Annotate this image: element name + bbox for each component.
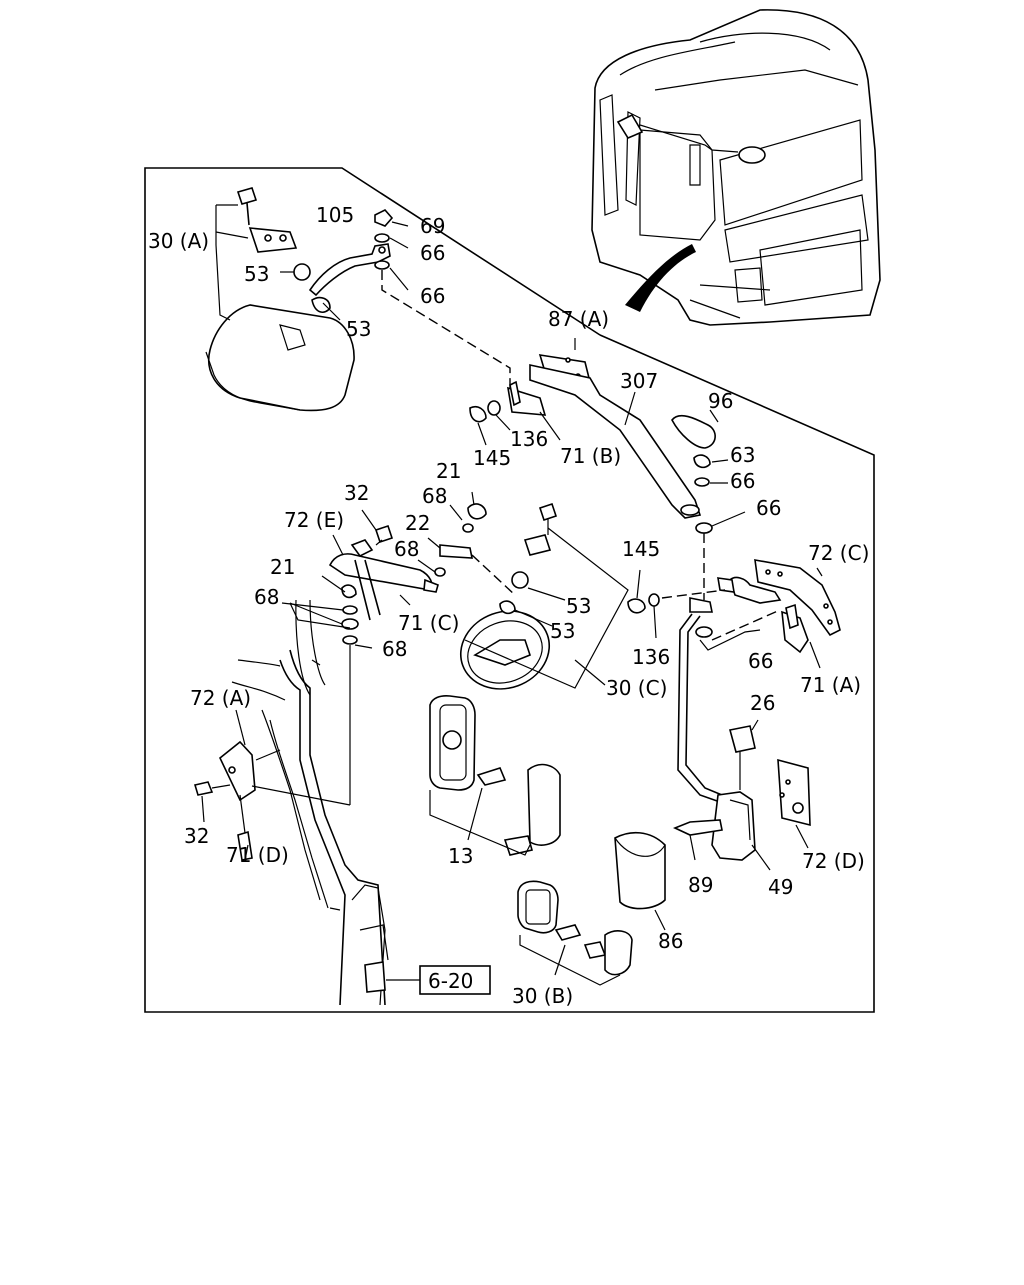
callout-136: 136 bbox=[632, 645, 670, 669]
callout-307: 307 bbox=[620, 369, 658, 393]
callout-72A: 72 (A) bbox=[190, 686, 251, 710]
callout-71D: 71 (D) bbox=[226, 843, 289, 867]
callout-71C: 71 (C) bbox=[398, 611, 459, 635]
callout-66: 66 bbox=[756, 496, 781, 520]
truck-cab-illustration bbox=[591, 9, 881, 326]
callout-145: 145 bbox=[622, 537, 660, 561]
callout-53: 53 bbox=[566, 594, 591, 618]
callout-26: 26 bbox=[750, 691, 775, 715]
mirror-13 bbox=[429, 695, 561, 856]
callout-69: 69 bbox=[420, 214, 445, 238]
callout-136: 136 bbox=[510, 427, 548, 451]
callout-66: 66 bbox=[420, 241, 445, 265]
mirror-49 bbox=[614, 719, 811, 931]
callout-145: 145 bbox=[473, 446, 511, 470]
callout-68: 68 bbox=[394, 537, 419, 561]
callout-32: 32 bbox=[344, 481, 369, 505]
bracket-87A-307 bbox=[469, 338, 702, 519]
bracket-72C-71A bbox=[627, 559, 841, 803]
bulb-96 bbox=[671, 409, 746, 600]
reference-6-20 bbox=[419, 965, 491, 995]
callout-53: 53 bbox=[244, 262, 269, 286]
callout-66: 66 bbox=[730, 469, 755, 493]
callout-71A: 71 (A) bbox=[800, 673, 861, 697]
callout-72C: 72 (C) bbox=[808, 541, 869, 565]
callout-21: 21 bbox=[436, 459, 461, 483]
mirror-30A bbox=[205, 187, 355, 412]
mirror-30C bbox=[459, 502, 629, 690]
callout-105: 105 bbox=[316, 203, 354, 227]
callout-71B: 71 (B) bbox=[560, 444, 621, 468]
callout-49: 49 bbox=[768, 875, 793, 899]
callout-63: 63 bbox=[730, 443, 755, 467]
callout-21: 21 bbox=[270, 555, 295, 579]
callout-68: 68 bbox=[422, 484, 447, 508]
callout-53: 53 bbox=[550, 619, 575, 643]
callout-labels: 30 (A) 105 69 66 53 66 53 87 (A) 307 96 … bbox=[148, 203, 869, 1008]
callout-13: 13 bbox=[448, 844, 473, 868]
callout-32: 32 bbox=[184, 824, 209, 848]
mirror-30B bbox=[517, 880, 633, 986]
reference-label: 6-20 bbox=[428, 969, 473, 993]
callout-30A: 30 (A) bbox=[148, 229, 209, 253]
callout-87A: 87 (A) bbox=[548, 307, 609, 331]
callout-30B: 30 (B) bbox=[512, 984, 573, 1008]
arm-105 bbox=[280, 209, 511, 395]
callout-96: 96 bbox=[708, 389, 733, 413]
callout-68: 68 bbox=[254, 585, 279, 609]
callout-72D: 72 (D) bbox=[802, 849, 865, 873]
callout-66: 66 bbox=[420, 284, 445, 308]
callout-72E: 72 (E) bbox=[284, 508, 344, 532]
callout-22: 22 bbox=[405, 511, 430, 535]
callout-66: 66 bbox=[748, 649, 773, 673]
callout-53: 53 bbox=[346, 317, 371, 341]
arm-72E-71C bbox=[281, 491, 516, 805]
callout-68: 68 bbox=[382, 637, 407, 661]
diagram-frame bbox=[144, 167, 875, 1013]
callout-30C: 30 (C) bbox=[606, 676, 667, 700]
bracket-72A bbox=[193, 709, 351, 861]
callout-86: 86 bbox=[658, 929, 683, 953]
callout-89: 89 bbox=[688, 873, 713, 897]
a-pillar-outline bbox=[231, 599, 420, 1006]
